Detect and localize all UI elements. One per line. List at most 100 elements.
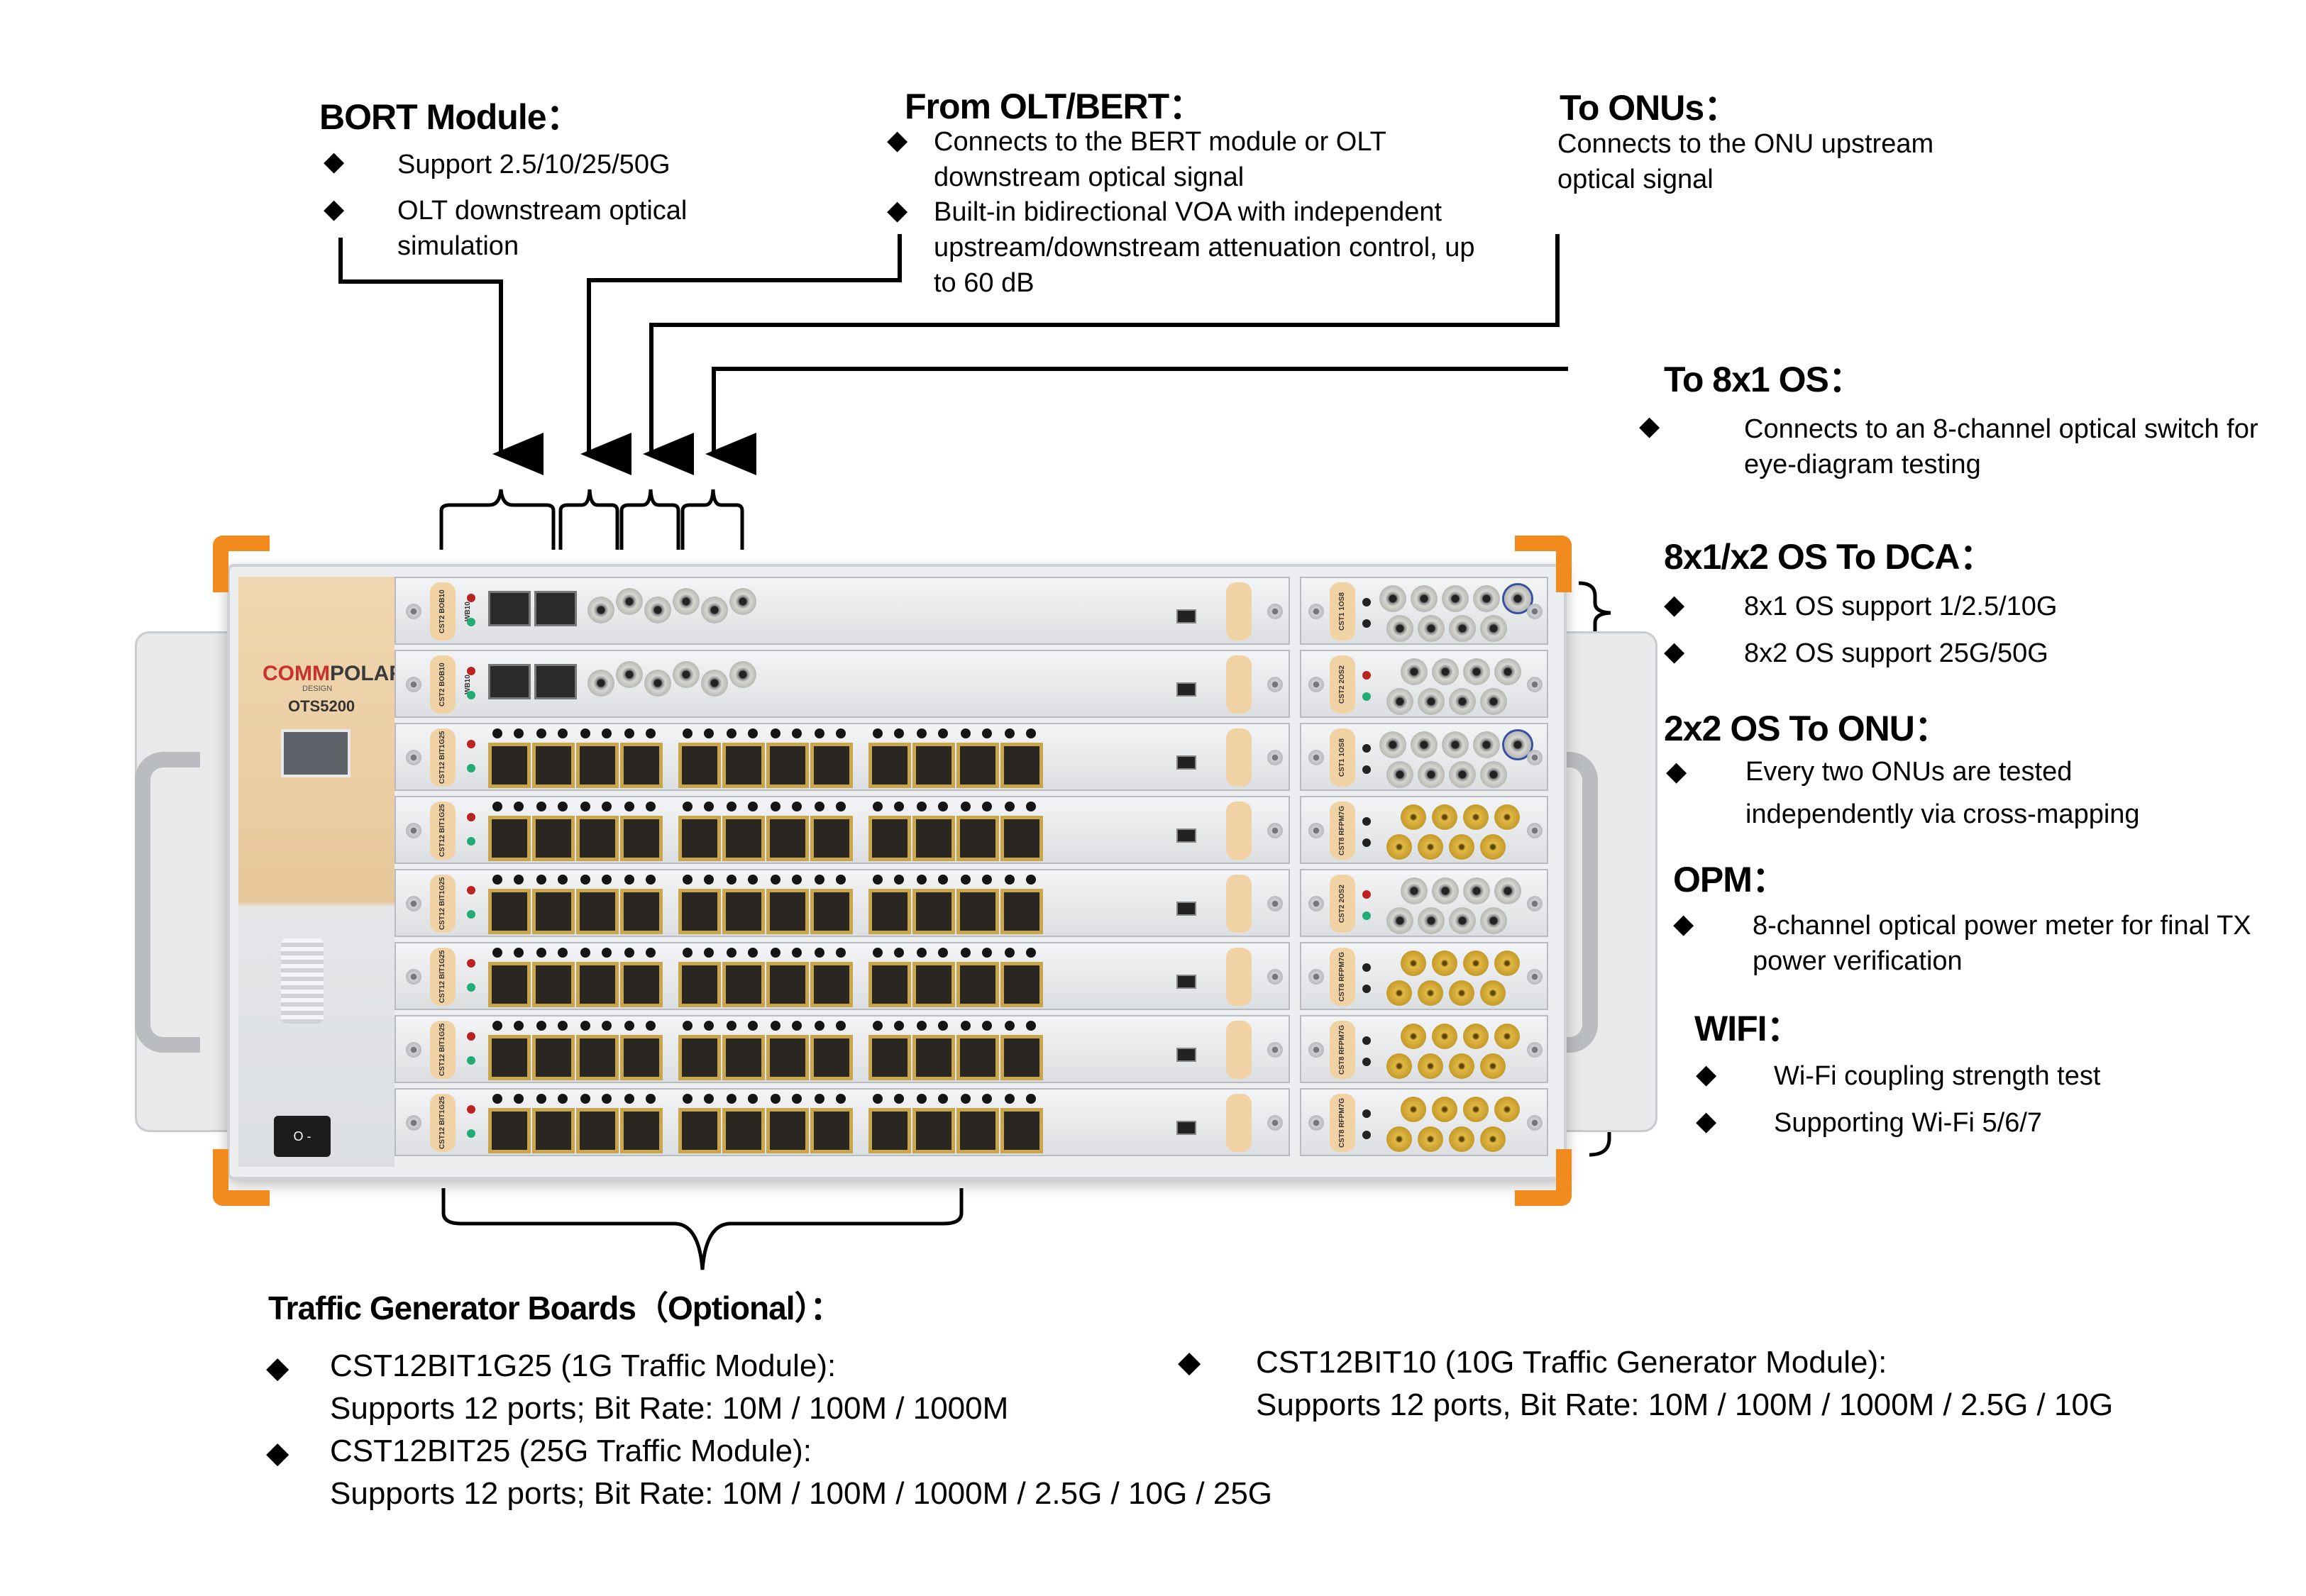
ejector-tab[interactable]: [1226, 1021, 1252, 1079]
rj45-port[interactable]: [532, 889, 575, 934]
sma-connector[interactable]: [1401, 951, 1426, 976]
rj45-port[interactable]: [766, 1035, 809, 1080]
sfp-port[interactable]: [534, 591, 577, 626]
ejector-tab[interactable]: [1226, 728, 1252, 787]
fiber-connector[interactable]: [1432, 658, 1459, 685]
screw-icon[interactable]: [1527, 969, 1543, 985]
screw-icon[interactable]: [1527, 823, 1543, 838]
ejector-tab[interactable]: [1226, 655, 1252, 714]
sma-connector[interactable]: [1480, 834, 1506, 860]
screw-icon[interactable]: [406, 896, 421, 911]
rj45-port[interactable]: [488, 743, 531, 788]
sfp-port[interactable]: [488, 591, 531, 626]
screw-icon[interactable]: [1267, 604, 1283, 619]
screw-icon[interactable]: [406, 604, 421, 619]
rj45-port[interactable]: [576, 889, 619, 934]
ejector-tab[interactable]: [1226, 875, 1252, 933]
rj45-port[interactable]: [722, 816, 765, 861]
fiber-connector[interactable]: [1418, 615, 1445, 642]
fiber-connector[interactable]: [1463, 877, 1490, 904]
rj45-port[interactable]: [1000, 743, 1043, 788]
rj45-port[interactable]: [1000, 1035, 1043, 1080]
fiber-connector[interactable]: [1449, 615, 1476, 642]
sma-connector[interactable]: [1463, 1024, 1489, 1049]
fiber-connector[interactable]: [1480, 688, 1507, 715]
rj45-port[interactable]: [532, 816, 575, 861]
screw-icon[interactable]: [406, 1115, 421, 1131]
rj45-port[interactable]: [576, 1035, 619, 1080]
rj45-port[interactable]: [532, 1035, 575, 1080]
fiber-connector[interactable]: [1449, 761, 1476, 788]
rj45-port[interactable]: [956, 962, 999, 1007]
rj45-port[interactable]: [620, 743, 663, 788]
screw-icon[interactable]: [1267, 750, 1283, 765]
rj45-port[interactable]: [1000, 816, 1043, 861]
sma-connector[interactable]: [1386, 980, 1412, 1006]
fiber-connector[interactable]: [1463, 658, 1490, 685]
fiber-connector[interactable]: [1494, 658, 1521, 685]
fiber-connector[interactable]: [701, 670, 728, 697]
rj45-port[interactable]: [810, 1035, 853, 1080]
rj45-port[interactable]: [810, 889, 853, 934]
fiber-connector[interactable]: [1411, 731, 1438, 758]
rj45-port[interactable]: [766, 962, 809, 1007]
sma-connector[interactable]: [1449, 1053, 1474, 1079]
rj45-port[interactable]: [678, 889, 721, 934]
rj45-port[interactable]: [810, 743, 853, 788]
fiber-connector[interactable]: [673, 588, 700, 615]
sma-connector[interactable]: [1432, 1097, 1457, 1122]
screw-icon[interactable]: [406, 823, 421, 838]
rj45-port[interactable]: [912, 816, 955, 861]
fiber-connector[interactable]: [1379, 585, 1406, 612]
fiber-connector[interactable]: [1418, 907, 1445, 934]
rj45-port[interactable]: [868, 743, 911, 788]
fiber-connector[interactable]: [587, 670, 614, 697]
rj45-port[interactable]: [766, 743, 809, 788]
sma-connector[interactable]: [1480, 1126, 1506, 1152]
rj45-port[interactable]: [488, 1035, 531, 1080]
fiber-connector[interactable]: [1401, 658, 1428, 685]
rj45-port[interactable]: [1000, 1108, 1043, 1153]
ejector-tab[interactable]: [1226, 948, 1252, 1006]
rj45-port[interactable]: [912, 889, 955, 934]
rj45-port[interactable]: [488, 1108, 531, 1153]
fiber-connector[interactable]: [616, 661, 643, 688]
rj45-port[interactable]: [868, 1035, 911, 1080]
screw-icon[interactable]: [406, 1042, 421, 1058]
fiber-connector[interactable]: [1418, 761, 1445, 788]
rj45-port[interactable]: [678, 1108, 721, 1153]
fiber-connector[interactable]: [1442, 731, 1469, 758]
sma-connector[interactable]: [1494, 1097, 1520, 1122]
sma-connector[interactable]: [1449, 1126, 1474, 1152]
rj45-port[interactable]: [868, 1108, 911, 1153]
rj45-port[interactable]: [488, 889, 531, 934]
rj45-port[interactable]: [722, 1108, 765, 1153]
screw-icon[interactable]: [1308, 969, 1324, 985]
ejector-tab[interactable]: [1226, 582, 1252, 641]
screw-icon[interactable]: [406, 750, 421, 765]
fiber-connector[interactable]: [1379, 731, 1406, 758]
sma-connector[interactable]: [1386, 1053, 1412, 1079]
ejector-tab[interactable]: [1226, 1094, 1252, 1152]
fiber-connector[interactable]: [1401, 877, 1428, 904]
fiber-connector[interactable]: [1480, 761, 1507, 788]
fiber-connector[interactable]: [644, 670, 671, 697]
screw-icon[interactable]: [1308, 1115, 1324, 1131]
rj45-port[interactable]: [620, 816, 663, 861]
fiber-connector[interactable]: [644, 597, 671, 624]
screw-icon[interactable]: [1308, 823, 1324, 838]
rj45-port[interactable]: [488, 962, 531, 1007]
fiber-connector[interactable]: [1494, 877, 1521, 904]
screw-icon[interactable]: [1527, 1115, 1543, 1131]
fiber-connector[interactable]: [1504, 731, 1531, 758]
rj45-port[interactable]: [766, 816, 809, 861]
sma-connector[interactable]: [1432, 951, 1457, 976]
sma-connector[interactable]: [1418, 834, 1443, 860]
sma-connector[interactable]: [1386, 1126, 1412, 1152]
fiber-connector[interactable]: [1449, 688, 1476, 715]
screw-icon[interactable]: [1527, 750, 1543, 765]
screw-icon[interactable]: [1308, 604, 1324, 619]
rj45-port[interactable]: [576, 1108, 619, 1153]
rj45-port[interactable]: [722, 962, 765, 1007]
screw-icon[interactable]: [1267, 969, 1283, 985]
